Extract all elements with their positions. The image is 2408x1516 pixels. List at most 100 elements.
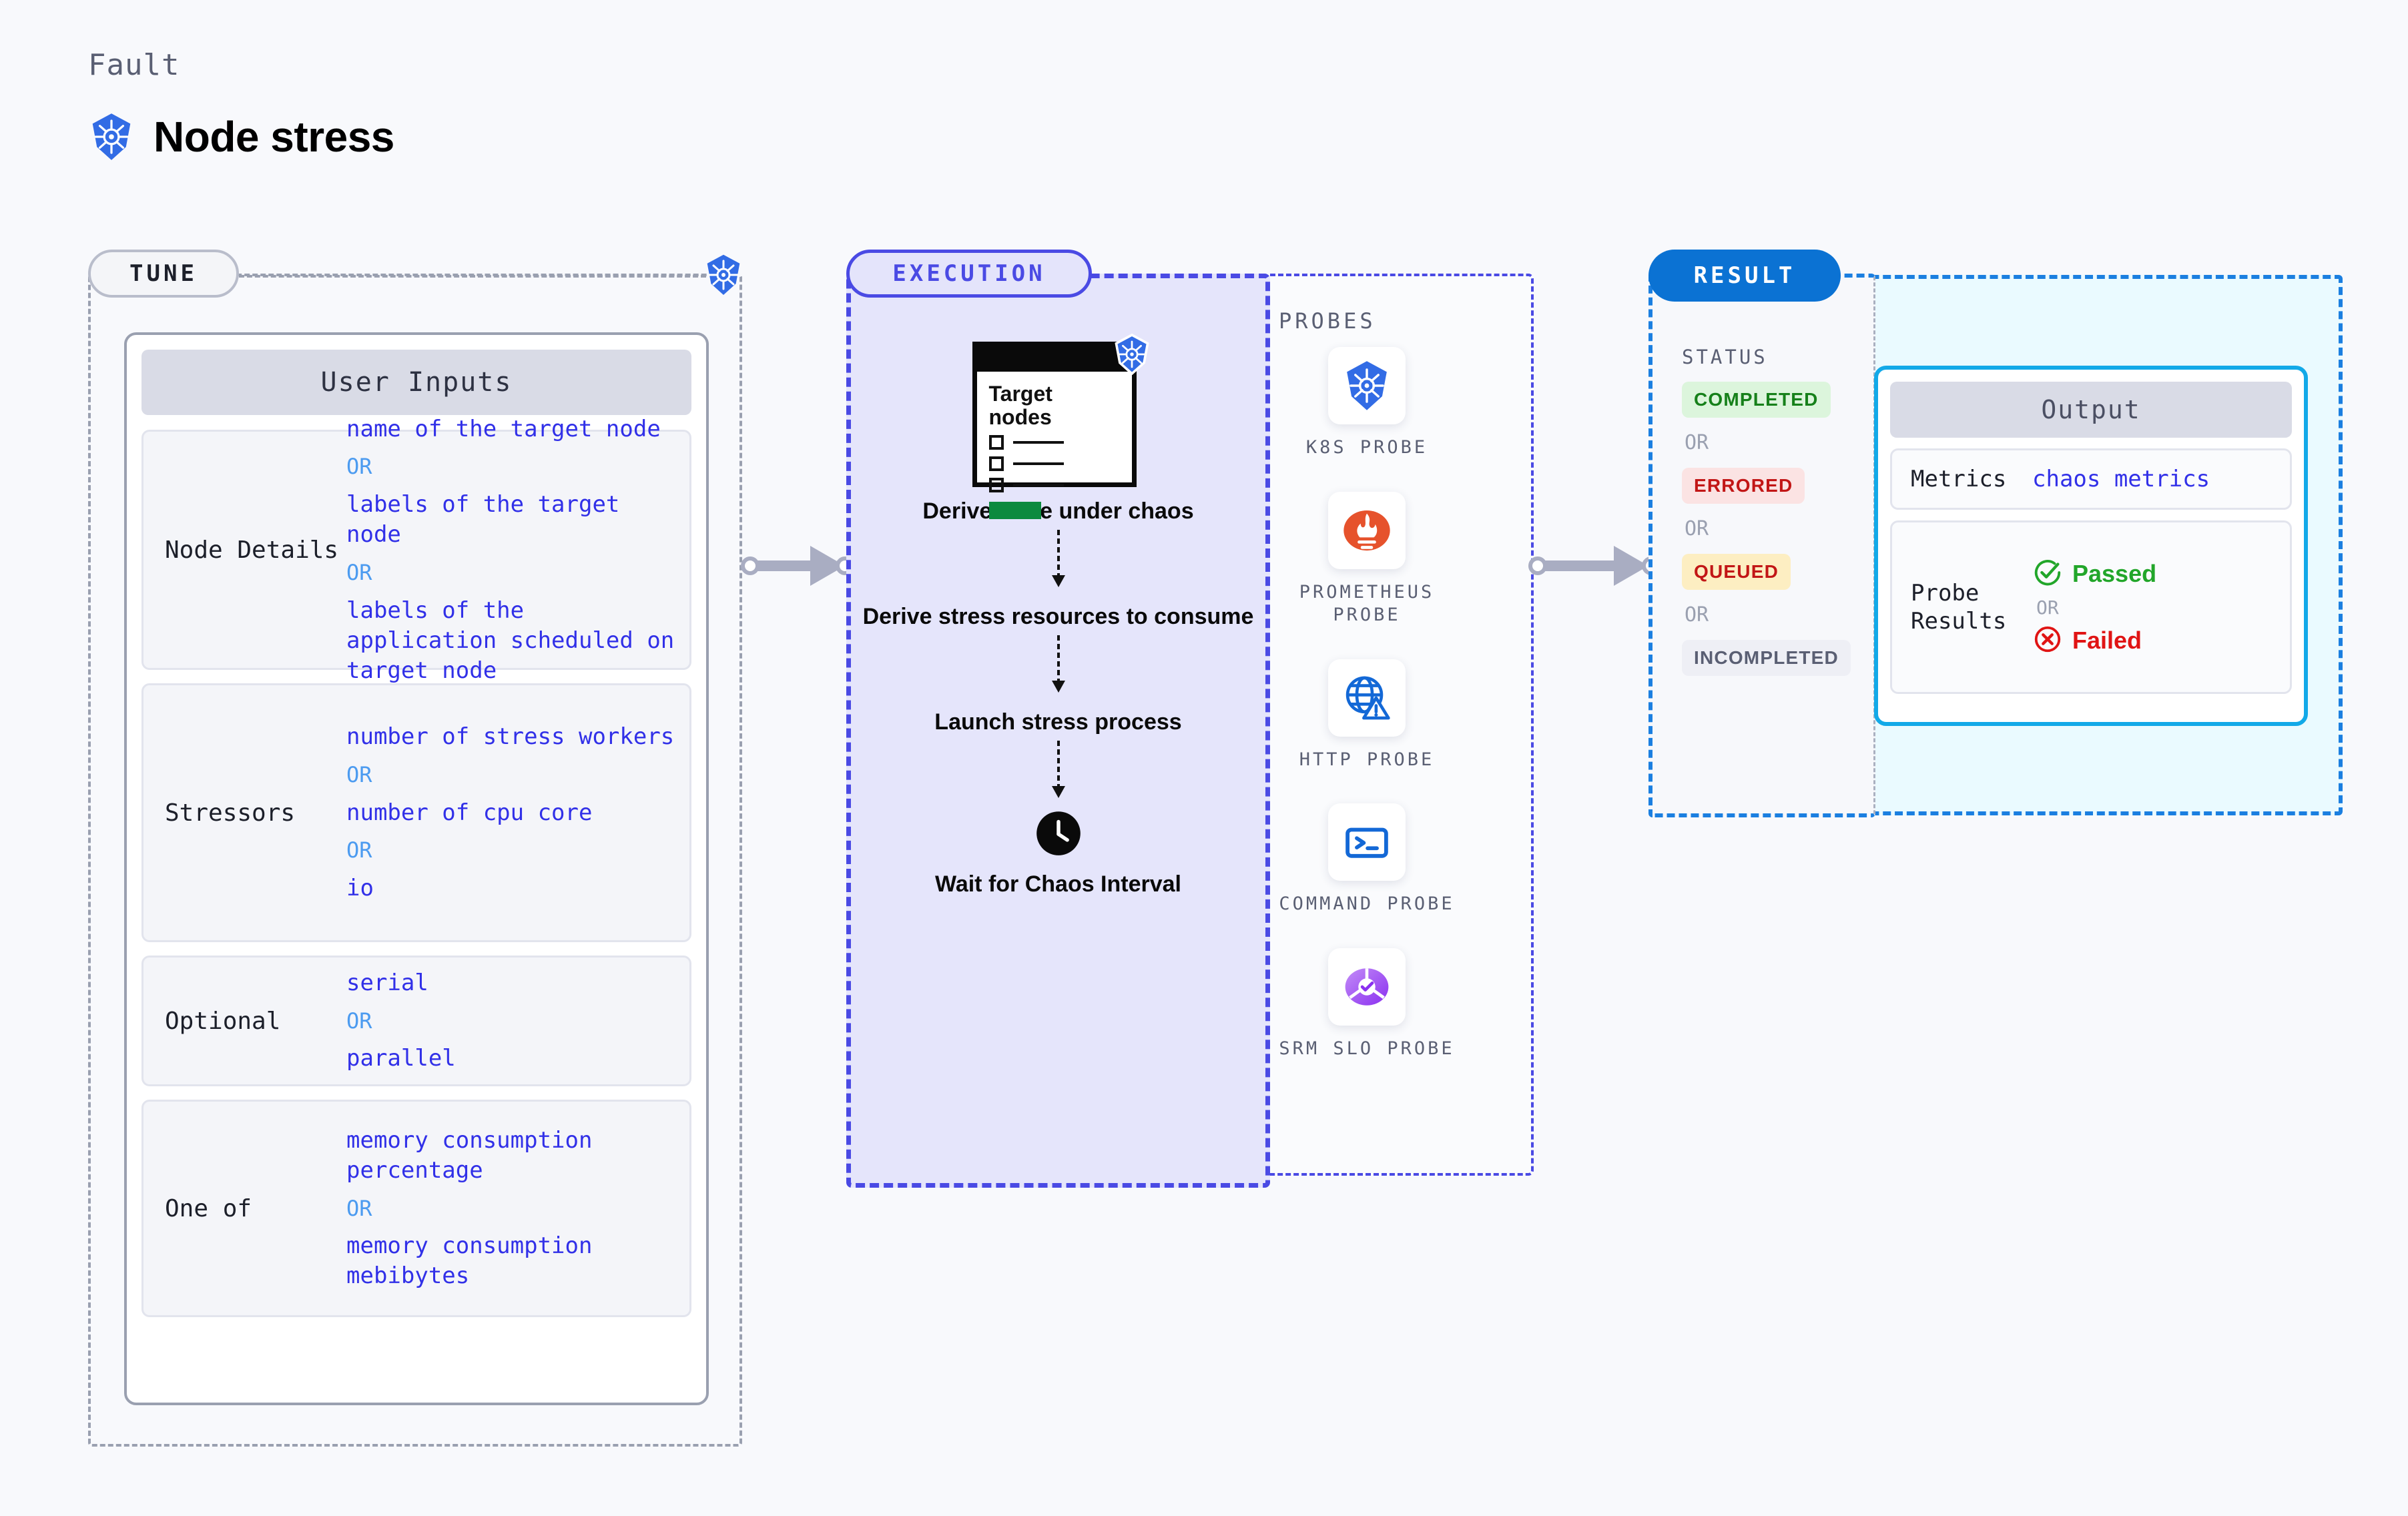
probes-list: K8S PROBE PROMETHEUS PROBE [1270,347,1464,1060]
value-item: name of the target node [346,415,661,442]
flow-connector [1051,741,1065,799]
checkbox-row [988,435,1120,450]
probe-result-failed: Failed [2032,624,2156,658]
srm-slo-icon [1327,948,1406,1026]
value-item: number of stress workers [346,723,675,750]
user-inputs-header: User Inputs [141,350,691,415]
value-item: labels of the application scheduled on t… [346,597,675,684]
checkbox-row [988,478,1120,493]
result-pill[interactable]: RESULT [1648,250,1841,302]
kubernetes-icon [1328,347,1406,424]
execution-step-label: Derive node under chaos [922,498,1194,524]
status-badge-completed: COMPLETED [1682,382,1831,418]
value-item: labels of the target node [346,491,620,548]
or-separator: OR [1685,603,1709,627]
placeholder-line [1012,484,1064,487]
probe-item-k8s[interactable]: K8S PROBE [1306,347,1428,460]
dotted-line [1057,635,1060,683]
probe-result-values: Passed OR Failed [2032,557,2156,658]
execution-step-label: Launch stress process [934,709,1182,735]
probes-title: PROBES [1279,308,1376,334]
arrow-head [1051,681,1065,693]
row-label: One of [165,1194,252,1222]
tune-row-one-of: One of memory consumption percentage OR … [141,1100,691,1317]
globe-warning-icon [1328,659,1406,737]
page-title: Node stress [154,113,394,161]
target-card-title-line1: Target [988,382,1052,406]
value-item: parallel [346,1045,456,1072]
tune-leader-line [239,275,706,278]
status-badge-incompleted: INCOMPLETED [1682,640,1851,676]
value-item: serial [346,969,428,996]
status-list: COMPLETED OR ERRORED OR QUEUED OR INCOMP… [1682,382,1851,676]
kubernetes-icon [88,112,135,161]
output-card: Output Metrics chaos metrics Probe Resul… [1874,366,2308,726]
kubernetes-icon [702,252,745,301]
probe-item-srm-slo[interactable]: SRM SLO PROBE [1279,948,1454,1061]
check-circle-icon [2032,557,2063,591]
status-title: STATUS [1682,346,1768,368]
execution-flow: Target nodes [846,333,1270,897]
user-inputs-card: User Inputs Node Details name of the tar… [124,332,709,1405]
row-values: memory consumption percentage OR memory … [346,1126,677,1291]
fault-kicker: Fault [88,48,180,82]
probe-label: COMMAND PROBE [1279,893,1455,915]
arrow-head [1051,575,1065,588]
placeholder-line [1012,462,1064,466]
target-card-title-line2: nodes [988,404,1052,429]
row-values: number of stress workers OR number of cp… [346,722,677,903]
probe-item-http[interactable]: HTTP PROBE [1299,659,1435,772]
connector-arrow-execution-to-result [1528,546,1661,586]
or-separator: OR [346,1008,372,1034]
probe-item-prometheus[interactable]: PROMETHEUS PROBE [1270,491,1464,627]
tune-row-optional: Optional serial OR parallel [141,956,691,1086]
or-separator: OR [1685,517,1709,540]
or-separator: OR [1685,431,1709,454]
probe-item-command[interactable]: COMMAND PROBE [1279,803,1454,916]
tune-row-stressors: Stressors number of stress workers OR nu… [141,683,691,942]
x-circle-icon [2032,624,2063,658]
value-item: memory consumption percentage [346,1126,593,1184]
status-badge-queued: QUEUED [1682,554,1791,590]
row-label: Node Details [165,536,339,564]
probe-label: K8S PROBE [1305,437,1428,458]
row-label: Stressors [165,799,296,827]
tune-pill[interactable]: TUNE [88,250,239,298]
dotted-line [1057,530,1060,577]
tune-rows: Node Details name of the target node OR … [141,416,691,1317]
card-title-bar [976,346,1132,372]
probe-label: HTTP PROBE [1299,749,1435,770]
kubernetes-icon [1113,333,1151,378]
arrow-head [1051,786,1065,799]
tune-row-node-details: Node Details name of the target node OR … [141,416,691,684]
clock-icon [1035,810,1082,860]
passed-label: Passed [2072,560,2157,587]
or-separator: OR [2036,596,2059,619]
execution-step-label: Wait for Chaos Interval [934,871,1182,897]
row-values: serial OR parallel [346,968,677,1074]
fault-title-row: Node stress [88,112,394,161]
target-nodes-card: Target nodes [972,342,1137,520]
card-body: Target nodes [977,372,1132,520]
result-status-panel [1648,274,1875,817]
dotted-line [1057,741,1060,788]
or-separator: OR [346,454,372,480]
status-badge-errored: ERRORED [1682,468,1805,504]
output-row-probe-results: Probe Results Passed OR [1890,520,2292,694]
row-values: name of the target node OR labels of the… [346,414,677,686]
value-item: io [346,875,374,902]
probe-label: PROMETHEUS PROBE [1299,581,1435,626]
or-separator: OR [346,560,372,585]
arrow-shaft [1543,560,1626,571]
flow-connector [1051,530,1065,588]
green-action-bar [988,502,1041,520]
row-label: Optional [165,1007,281,1035]
execution-pill[interactable]: EXECUTION [846,250,1092,298]
probe-result-passed: Passed [2032,557,2156,591]
connector-arrow-tune-to-execution [741,546,854,586]
or-separator: OR [346,837,372,863]
flow-connector [1051,635,1065,693]
checkbox-icon [988,435,1004,450]
metrics-value: chaos metrics [2032,466,2210,492]
